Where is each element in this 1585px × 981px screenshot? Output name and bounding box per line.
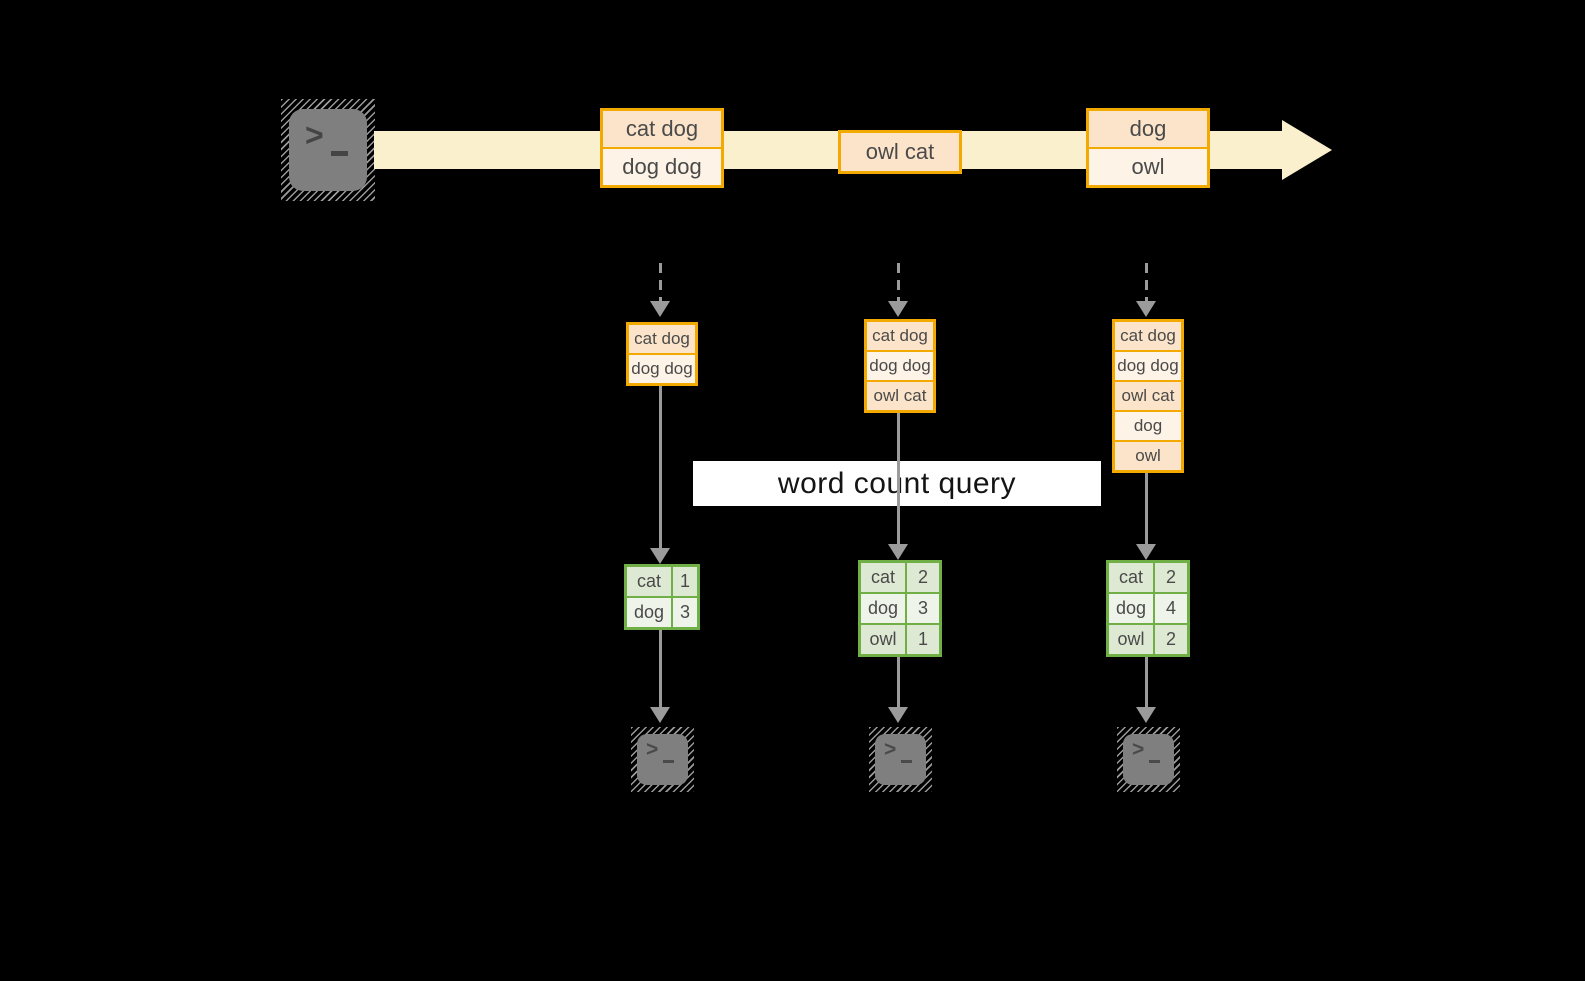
prompt-underscore-icon bbox=[1149, 760, 1160, 763]
down-arrow-line bbox=[897, 657, 900, 707]
buffer-row: cat dog bbox=[1115, 322, 1181, 350]
table-row: dog 3 bbox=[627, 596, 697, 627]
arrowhead-icon bbox=[650, 301, 670, 317]
word-count-table-3: cat 2 dog 4 owl 2 bbox=[1106, 560, 1190, 657]
input-buffer-box-3: cat dog dog dog owl cat dog owl bbox=[1112, 319, 1184, 473]
event-row: cat dog bbox=[603, 111, 721, 147]
table-row: cat 2 bbox=[1109, 563, 1187, 592]
event-row: dog dog bbox=[603, 147, 721, 185]
buffer-row: owl cat bbox=[1115, 380, 1181, 410]
arrowhead-icon bbox=[888, 707, 908, 723]
sink-terminal-icon-1: > bbox=[631, 727, 694, 792]
word-cell: owl bbox=[861, 625, 907, 654]
buffer-row: cat dog bbox=[867, 322, 933, 350]
source-terminal-icon: > bbox=[281, 99, 375, 201]
count-cell: 3 bbox=[673, 598, 697, 627]
down-arrow-line bbox=[897, 413, 900, 544]
sink-terminal-icon-2: > bbox=[869, 727, 932, 792]
table-row: dog 3 bbox=[861, 592, 939, 623]
terminal-body: > bbox=[1123, 734, 1174, 785]
prompt-underscore-icon bbox=[901, 760, 912, 763]
count-cell: 4 bbox=[1155, 594, 1187, 623]
query-label-text: word count query bbox=[777, 466, 1017, 500]
terminal-body: > bbox=[289, 109, 367, 191]
stream-event-box-3: dog owl bbox=[1086, 108, 1210, 188]
input-buffer-box-1: cat dog dog dog bbox=[626, 322, 698, 386]
prompt-underscore-icon bbox=[663, 760, 674, 763]
prompt-chevron-icon: > bbox=[1132, 738, 1145, 761]
prompt-chevron-icon: > bbox=[646, 738, 659, 761]
arrowhead-icon bbox=[1136, 544, 1156, 560]
down-arrow-line bbox=[659, 630, 662, 707]
terminal-body: > bbox=[637, 734, 688, 785]
table-row: dog 4 bbox=[1109, 592, 1187, 623]
down-arrow-line bbox=[659, 386, 662, 548]
table-row: cat 2 bbox=[861, 563, 939, 592]
table-row: cat 1 bbox=[627, 567, 697, 596]
event-row: owl cat bbox=[841, 133, 959, 171]
arrowhead-icon bbox=[888, 544, 908, 560]
prompt-chevron-icon: > bbox=[884, 738, 897, 761]
input-buffer-box-2: cat dog dog dog owl cat bbox=[864, 319, 936, 413]
arrowhead-icon bbox=[1136, 301, 1156, 317]
stream-arrowhead-icon bbox=[1282, 120, 1332, 180]
event-row: dog bbox=[1089, 111, 1207, 147]
count-cell: 1 bbox=[673, 567, 697, 596]
prompt-underscore-icon bbox=[331, 151, 348, 156]
arrowhead-icon bbox=[650, 707, 670, 723]
count-cell: 2 bbox=[1155, 563, 1187, 592]
arrowhead-icon bbox=[1136, 707, 1156, 723]
buffer-row: dog dog bbox=[1115, 350, 1181, 380]
arrowhead-icon bbox=[888, 301, 908, 317]
word-cell: cat bbox=[861, 563, 907, 592]
prompt-chevron-icon: > bbox=[305, 117, 324, 153]
buffer-row: dog dog bbox=[629, 353, 695, 383]
buffer-row: owl bbox=[1115, 440, 1181, 470]
count-cell: 2 bbox=[907, 563, 939, 592]
terminal-body: > bbox=[875, 734, 926, 785]
count-cell: 2 bbox=[1155, 625, 1187, 654]
stream-event-box-2: owl cat bbox=[838, 130, 962, 174]
word-count-table-2: cat 2 dog 3 owl 1 bbox=[858, 560, 942, 657]
buffer-row: cat dog bbox=[629, 325, 695, 353]
word-cell: owl bbox=[1109, 625, 1155, 654]
stream-event-box-1: cat dog dog dog bbox=[600, 108, 724, 188]
buffer-row: dog bbox=[1115, 410, 1181, 440]
count-cell: 1 bbox=[907, 625, 939, 654]
buffer-row: dog dog bbox=[867, 350, 933, 380]
count-cell: 3 bbox=[907, 594, 939, 623]
word-cell: dog bbox=[627, 598, 673, 627]
word-cell: cat bbox=[1109, 563, 1155, 592]
event-row: owl bbox=[1089, 147, 1207, 185]
down-arrow-line bbox=[1145, 473, 1148, 544]
buffer-row: owl cat bbox=[867, 380, 933, 410]
dashed-arrow-line bbox=[659, 263, 662, 301]
word-count-table-1: cat 1 dog 3 bbox=[624, 564, 700, 630]
word-cell: cat bbox=[627, 567, 673, 596]
dashed-arrow-line bbox=[897, 263, 900, 301]
arrowhead-icon bbox=[650, 548, 670, 564]
down-arrow-line bbox=[1145, 657, 1148, 707]
word-cell: dog bbox=[861, 594, 907, 623]
dashed-arrow-line bbox=[1145, 263, 1148, 301]
table-row: owl 1 bbox=[861, 623, 939, 654]
table-row: owl 2 bbox=[1109, 623, 1187, 654]
word-cell: dog bbox=[1109, 594, 1155, 623]
sink-terminal-icon-3: > bbox=[1117, 727, 1180, 792]
